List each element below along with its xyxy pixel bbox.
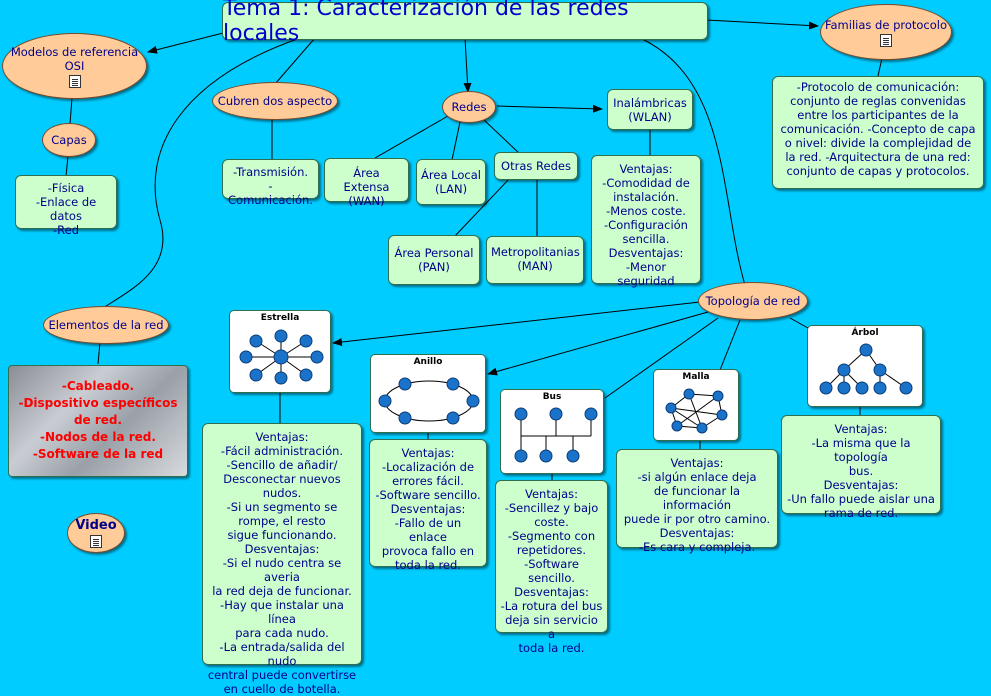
ring-topology-icon	[378, 377, 480, 425]
malla-diagram[interactable]: Malla	[653, 369, 739, 441]
familias-protocolo-text: -Protocolo de comunicación: conjunto de …	[772, 76, 984, 189]
elementos-red-label: Elementos de la red	[48, 318, 164, 332]
wan-node[interactable]: Área Extensa (WAN)	[324, 158, 409, 208]
pan-node[interactable]: Área Personal (PAN)	[388, 235, 480, 285]
cubren-node[interactable]: Cubren dos aspecto	[212, 82, 338, 120]
wlan-text: Ventajas: -Comodidad de instalación. -Me…	[591, 155, 701, 288]
bus-text: Ventajas: -Sencillez y bajo coste. -Segm…	[495, 480, 608, 655]
man-node[interactable]: Metropolitanias (MAN)	[486, 236, 584, 284]
modelos-osi-node[interactable]: Modelos de referencia OSI	[2, 33, 147, 99]
redes-node[interactable]: Redes	[442, 91, 496, 123]
arbol-text: Ventajas: -La misma que la topología bus…	[781, 415, 941, 520]
bus-label: Bus	[542, 392, 562, 402]
capas-label: Capas	[51, 133, 87, 147]
estrella-label: Estrella	[260, 313, 300, 323]
document-icon[interactable]	[880, 33, 892, 47]
video-node[interactable]: Video	[67, 513, 125, 553]
mesh-topology-icon	[665, 388, 728, 434]
topologia-red-label: Topología de red	[705, 294, 801, 308]
star-topology-icon	[239, 329, 324, 385]
lan-node[interactable]: Área Local (LAN)	[416, 159, 486, 205]
topologia-red-node[interactable]: Topología de red	[698, 282, 808, 320]
familias-protocolo-node[interactable]: Familias de protocolo	[820, 4, 952, 60]
redes-label: Redes	[451, 100, 487, 114]
modelos-osi-label: Modelos de referencia OSI	[10, 44, 139, 73]
tree-topology-icon	[819, 343, 913, 395]
document-icon[interactable]	[90, 534, 102, 548]
anillo-diagram[interactable]: Anillo	[370, 354, 486, 433]
estrella-diagram[interactable]: Estrella	[229, 310, 331, 393]
anillo-label: Anillo	[413, 357, 443, 367]
anillo-text: Ventajas: -Localización de errores fácil…	[369, 439, 487, 572]
elementos-red-node[interactable]: Elementos de la red	[43, 306, 169, 344]
elementos-red-items: -Cableado. -Dispositivo específicos de r…	[18, 379, 178, 461]
page-title: Tema 1: Caracterización de las redes loc…	[222, 0, 708, 46]
video-label: Video	[75, 517, 117, 533]
connector-lines	[65, 19, 883, 480]
otras-redes-node[interactable]: Otras Redes	[494, 152, 578, 180]
arbol-label: Árbol	[851, 328, 879, 338]
arbol-diagram[interactable]: Árbol	[807, 325, 923, 407]
document-icon[interactable]	[68, 74, 81, 88]
malla-text: Ventajas: -si algún enlace deja de funci…	[616, 449, 778, 554]
bus-topology-icon	[514, 407, 598, 463]
estrella-text: Ventajas: -Fácil administración. -Sencil…	[202, 423, 362, 696]
network-hardware-photo: -Cableado. -Dispositivo específicos de r…	[8, 365, 188, 477]
malla-label: Malla	[682, 372, 710, 382]
familias-protocolo-label: Familias de protocolo	[824, 17, 948, 32]
cubren-label: Cubren dos aspecto	[217, 94, 333, 108]
capas-node[interactable]: Capas	[42, 123, 96, 157]
wlan-node[interactable]: Inalámbricas (WLAN)	[607, 89, 693, 130]
bus-diagram[interactable]: Bus	[500, 389, 604, 474]
cubren-text: -Transmisión. -Comunicación.	[222, 159, 319, 207]
capas-items: -Física -Enlace de datos -Red	[15, 175, 117, 237]
